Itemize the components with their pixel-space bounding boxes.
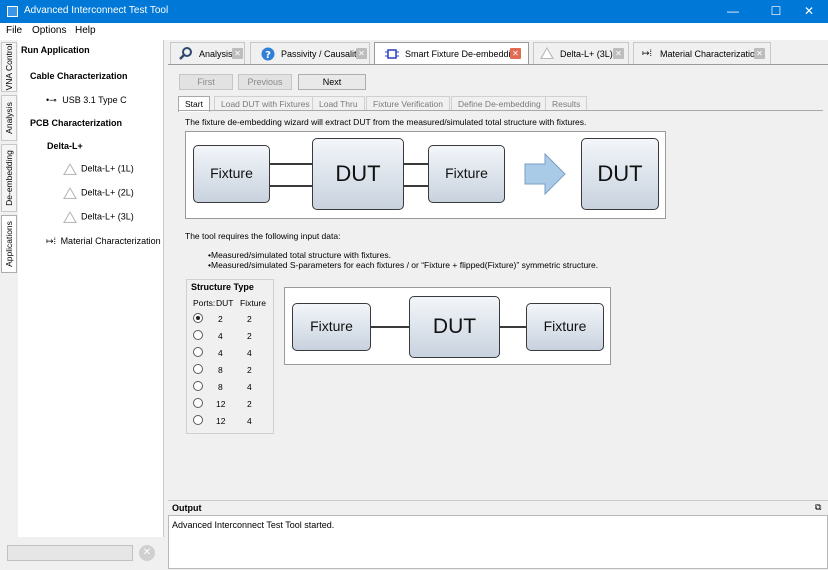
structure-radio-8-4[interactable] <box>193 381 203 391</box>
triangle-icon <box>540 47 554 59</box>
step-define-de-embedding[interactable]: Define De-embedding <box>451 96 548 111</box>
structure-radio-2-2[interactable] <box>193 313 203 323</box>
step-load-thru[interactable]: Load Thru <box>312 96 365 111</box>
close-tab-analysis[interactable]: ✕ <box>232 48 243 59</box>
close-tab-material[interactable]: ✕ <box>754 48 765 59</box>
first-button[interactable]: First <box>179 74 233 90</box>
close-tab-smart-fixture[interactable]: ✕ <box>510 48 521 59</box>
material-icon: ↦⁞ <box>46 236 57 246</box>
bullet-1: •Measured/simulated total structure with… <box>208 250 391 260</box>
structure-radio-8-2[interactable] <box>193 364 203 374</box>
restore-panel-icon[interactable]: ⧉ <box>815 502 822 512</box>
menu-options[interactable]: Options <box>32 25 67 36</box>
dut-block: DUT <box>312 138 404 210</box>
output-log[interactable]: Advanced Interconnect Test Tool started. <box>168 515 828 569</box>
tree-item-delta-2l[interactable]: Delta-L+ (2L) <box>63 187 134 199</box>
previous-button[interactable]: Previous <box>238 74 292 90</box>
ports-label: Ports: <box>193 298 216 308</box>
fixture-header: Fixture <box>240 298 266 308</box>
left-footer: ✕ <box>0 537 165 569</box>
de-embedding-diagram: Fixture DUT Fixture DUT <box>185 131 666 219</box>
usb-icon: •⊸ <box>46 95 57 105</box>
tab-material-characterization[interactable]: ↦⁞ Material Characterization ✕ <box>633 42 771 64</box>
bullet-2: •Measured/simulated S-parameters for eac… <box>208 260 599 270</box>
vtab-applications[interactable]: Applications <box>1 215 17 273</box>
step-start[interactable]: Start <box>178 96 210 112</box>
clear-filter-button[interactable]: ✕ <box>139 545 155 561</box>
requires-text: The tool requires the following input da… <box>185 231 341 241</box>
preview-dut: DUT <box>409 296 500 358</box>
application-tree: Run Application Cable Characterization •… <box>18 40 164 537</box>
structure-radio-4-2[interactable] <box>193 330 203 340</box>
cable-characterization-group[interactable]: Cable Characterization <box>30 71 128 81</box>
fixture-block-right: Fixture <box>428 145 505 203</box>
structure-type-group: Structure Type Ports: DUT Fixture 2 2 4 … <box>186 279 274 434</box>
close-tab-passivity[interactable]: ✕ <box>356 48 367 59</box>
wizard-steps: Start Load DUT with Fixtures Load Thru F… <box>178 96 588 112</box>
delta-l-plus-group[interactable]: Delta-L+ <box>47 141 83 151</box>
triangle-icon <box>63 187 77 199</box>
next-button[interactable]: Next <box>298 74 366 90</box>
document-tab-strip: Analysis ✕ ? Passivity / Causality ✕ Sma… <box>168 42 828 65</box>
close-window-button[interactable]: ✕ <box>803 4 815 18</box>
preview-fixture-right: Fixture <box>526 303 604 351</box>
close-tab-delta[interactable]: ✕ <box>613 48 624 59</box>
tree-item-usb[interactable]: •⊸ USB 3.1 Type C <box>46 95 127 105</box>
structure-radio-12-2[interactable] <box>193 398 203 408</box>
filter-input[interactable] <box>7 545 133 561</box>
tab-smart-fixture-de-embedding[interactable]: Smart Fixture De-embedding ✕ <box>374 42 529 65</box>
pcb-characterization-group[interactable]: PCB Characterization <box>30 118 123 128</box>
vtab-analysis[interactable]: Analysis <box>1 95 17 141</box>
tab-delta-l-3l[interactable]: Delta-L+ (3L) ✕ <box>533 42 629 64</box>
preview-fixture-left: Fixture <box>292 303 371 351</box>
tab-analysis[interactable]: Analysis ✕ <box>170 42 245 64</box>
step-results[interactable]: Results <box>545 96 588 111</box>
intro-text: The fixture de-embedding wizard will ext… <box>185 117 587 127</box>
maximize-button[interactable]: ☐ <box>770 4 782 18</box>
output-message: Advanced Interconnect Test Tool started. <box>172 520 335 530</box>
output-title: Output <box>172 503 202 513</box>
tree-item-delta-3l[interactable]: Delta-L+ (3L) <box>63 211 134 223</box>
structure-radio-4-4[interactable] <box>193 347 203 357</box>
structure-preview-diagram: Fixture DUT Fixture <box>284 287 611 365</box>
tab-passivity-causality[interactable]: ? Passivity / Causality ✕ <box>250 42 370 64</box>
app-icon <box>7 6 18 17</box>
menu-file[interactable]: File <box>6 25 23 36</box>
window-title: Advanced Interconnect Test Tool <box>24 5 169 16</box>
help-icon: ? <box>261 47 275 61</box>
chip-icon <box>385 49 399 59</box>
fixture-block-left: Fixture <box>193 145 270 203</box>
wizard-content: First Previous Next Start Load DUT with … <box>168 64 828 499</box>
triangle-icon <box>63 163 77 175</box>
tree-item-delta-1l[interactable]: Delta-L+ (1L) <box>63 163 134 175</box>
step-fixture-verification[interactable]: Fixture Verification <box>366 96 450 111</box>
structure-radio-12-4[interactable] <box>193 415 203 425</box>
vtab-vna-control[interactable]: VNA Control <box>1 42 17 92</box>
step-load-dut[interactable]: Load DUT with Fixtures <box>214 96 317 111</box>
material-icon: ↦⁞ <box>642 48 653 58</box>
svg-text:?: ? <box>265 50 271 61</box>
arrow-right-icon <box>524 152 566 196</box>
magnifier-icon <box>179 47 192 60</box>
menu-help[interactable]: Help <box>75 25 96 36</box>
vtab-de-embedding[interactable]: De-embedding <box>1 144 17 212</box>
structure-type-title: Structure Type <box>191 282 254 292</box>
result-dut-block: DUT <box>581 138 659 210</box>
vertical-tab-strip: VNA Control Analysis De-embedding Applic… <box>0 40 18 570</box>
output-header: Output ⧉ <box>168 500 828 515</box>
tree-item-material-characterization[interactable]: ↦⁞ Material Characterization <box>46 236 161 246</box>
menu-bar: File Options Help <box>0 23 828 40</box>
minimize-button[interactable]: — <box>727 4 739 18</box>
triangle-icon <box>63 211 77 223</box>
dut-header: DUT <box>216 298 234 308</box>
title-bar: Advanced Interconnect Test Tool — ☐ ✕ <box>0 0 828 23</box>
run-application-heading: Run Application <box>21 45 90 55</box>
